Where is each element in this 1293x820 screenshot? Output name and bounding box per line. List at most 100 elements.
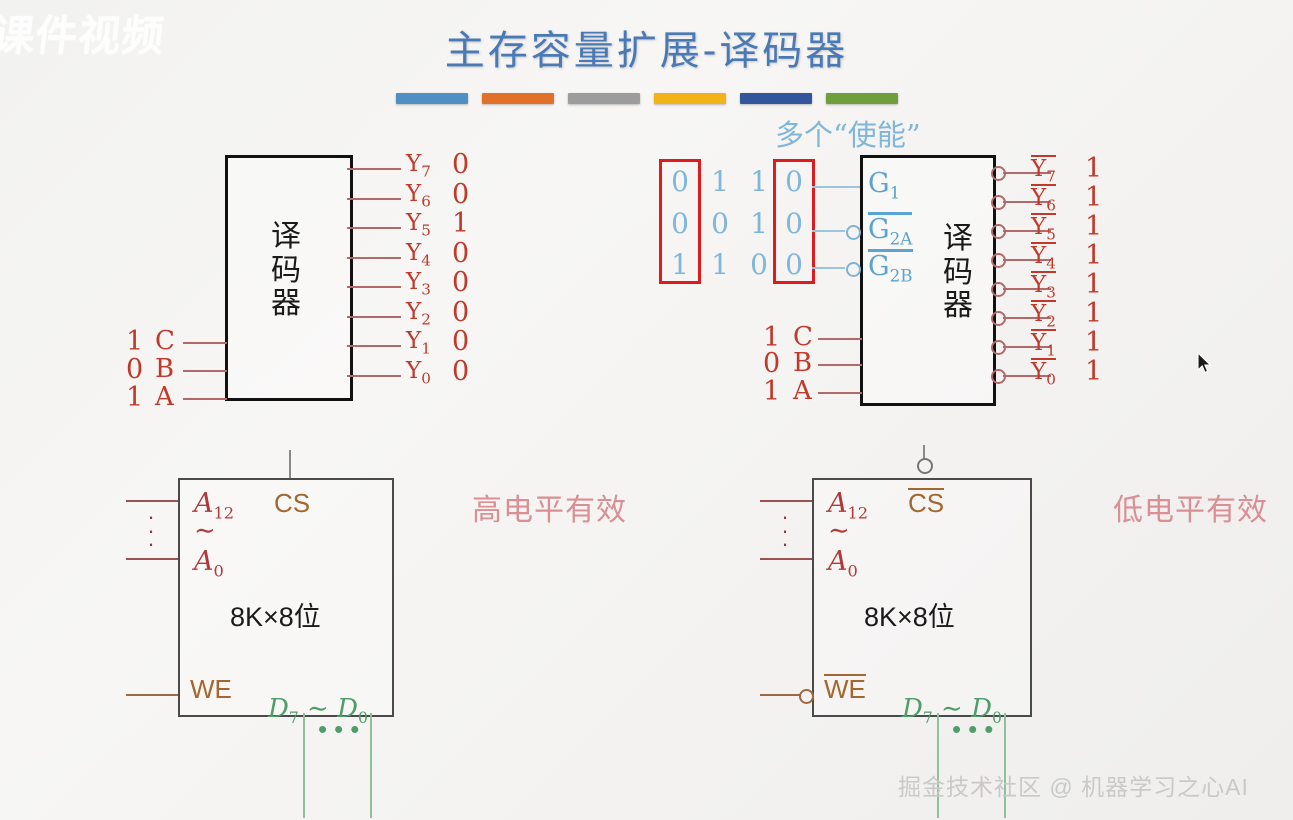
decoder-right-output-value: 1 xyxy=(1085,211,1103,242)
memory-data-bus-label: D7 ∼ D0 xyxy=(268,694,368,728)
decoder-left-output-label: Y1 xyxy=(406,328,431,358)
decoder-left-output-wire xyxy=(347,315,401,318)
decoder-right-output-value: 1 xyxy=(1085,153,1103,184)
decoder-right-output-label: Y7 xyxy=(1031,155,1056,186)
truth-table-cell: 1 xyxy=(671,248,689,281)
decoder-left-output-value: 1 xyxy=(452,208,470,239)
memory-we-bubble xyxy=(799,689,814,704)
decoder-right-output-label: Y5 xyxy=(1031,213,1056,244)
memory-data-dots: ••• xyxy=(952,714,1001,744)
decoder-right-output-value: 1 xyxy=(1085,327,1103,358)
memory-we-label: WE xyxy=(190,674,232,704)
truth-table-highlight-box xyxy=(773,159,815,284)
decoder-right-input-wire xyxy=(818,338,862,340)
decoder-left-input-wire xyxy=(183,342,227,344)
memory-address-wire-top xyxy=(126,500,178,502)
decoder-right-output-wire xyxy=(1003,201,1051,203)
decoder-right-output-label: Y2 xyxy=(1031,300,1056,331)
decoder-right-output-wire xyxy=(1003,172,1051,174)
decoder-right-output-wire xyxy=(1003,230,1051,232)
memory-left-box xyxy=(178,478,394,717)
decoder-right-body-label: 译码器 xyxy=(943,221,973,324)
decoder-right-output-value: 1 xyxy=(1085,182,1103,213)
truth-table-highlight-box xyxy=(659,159,701,284)
memory-address-tilde: ∼ xyxy=(828,516,850,546)
accent-bar-group xyxy=(396,93,898,107)
truth-table-cell: 1 xyxy=(711,165,729,198)
bar-darkblue xyxy=(740,93,812,104)
truth-table-cell: 0 xyxy=(750,248,768,281)
decoder-left-input-value: 1 xyxy=(126,326,144,357)
decoder-left-output-value: 0 xyxy=(452,326,470,357)
decoder-right-input-pin: A xyxy=(793,376,812,406)
decoder-left-output-wire xyxy=(347,227,401,229)
decoder-left-output-wire xyxy=(347,374,401,377)
decoder-left-output-value: 0 xyxy=(452,237,470,269)
truth-table-cell: 1 xyxy=(711,248,729,281)
memory-we-wire xyxy=(126,694,178,696)
decoder-right-output-wire xyxy=(1003,317,1051,319)
decoder-right-enable-label: G1 xyxy=(868,168,901,203)
decoder-left-output-label: Y0 xyxy=(406,357,431,388)
memory-we-wire xyxy=(760,694,800,696)
memory-right-cs-bubble xyxy=(917,458,933,474)
decoder-right-heading: 多个“使能” xyxy=(775,118,921,152)
decoder-left-output-label: Y2 xyxy=(406,298,431,329)
memory-data-line-right xyxy=(370,713,372,818)
truth-table-cell: 0 xyxy=(785,248,803,281)
memory-left-cs-wire xyxy=(289,450,291,478)
memory-data-line-left xyxy=(303,713,305,818)
decoder-right-enable-wire xyxy=(812,186,860,188)
decoder-left-output-label: Y7 xyxy=(406,151,431,181)
decoder-left-output-value: 0 xyxy=(452,296,470,328)
truth-table-cell: 1 xyxy=(750,165,768,198)
memory-address-wire-top xyxy=(760,500,812,502)
memory-address-wire-bottom xyxy=(760,558,812,560)
truth-table-cell: 0 xyxy=(711,207,729,240)
truth-table-cell: 0 xyxy=(785,165,803,198)
memory-cs-label: CS xyxy=(908,488,945,518)
decoder-left-output-wire xyxy=(347,286,401,288)
decoder-left-output-value: 0 xyxy=(452,267,470,298)
decoder-right-enable-bubble xyxy=(846,225,861,240)
decoder-right-input-pin: C xyxy=(793,322,813,352)
decoder-right-enable-bubble xyxy=(846,262,861,277)
decoder-left-output-wire xyxy=(347,256,401,259)
memory-address-top: A12 xyxy=(828,488,869,523)
memory-address-wire-bottom xyxy=(126,558,178,560)
decoder-right-input-value: 0 xyxy=(763,348,781,379)
decoder-left-output-wire xyxy=(347,345,401,347)
decoder-left-output-label: Y6 xyxy=(406,180,431,211)
decoder-right-output-label: Y3 xyxy=(1031,271,1056,302)
decoder-right-input-pin: B xyxy=(793,348,813,378)
decoder-right-output-label: Y6 xyxy=(1031,184,1056,215)
annotation-active-low: 低电平有效 xyxy=(1113,493,1268,528)
memory-address-vertical-dots: ··· xyxy=(781,504,789,557)
decoder-left-output-value: 0 xyxy=(452,355,470,387)
decoder-left-input-pin: B xyxy=(155,354,175,384)
decoder-right-output-wire xyxy=(1003,375,1051,377)
decoder-left-input-value: 1 xyxy=(126,382,144,413)
decoder-right-output-value: 1 xyxy=(1085,269,1103,300)
decoder-right-output-label: Y4 xyxy=(1031,242,1056,273)
decoder-left-output-wire xyxy=(347,197,401,200)
decoder-right-output-value: 1 xyxy=(1085,298,1103,329)
bar-gray xyxy=(568,93,640,104)
memory-we-label: WE xyxy=(824,674,866,704)
bar-orange xyxy=(482,93,554,104)
decoder-right-enable-wire xyxy=(812,230,845,232)
decoder-right-output-value: 1 xyxy=(1085,240,1103,271)
decoder-right-output-value: 1 xyxy=(1085,356,1103,387)
truth-table-cell: 0 xyxy=(671,207,689,240)
decoder-right-output-label: Y1 xyxy=(1031,329,1056,360)
decoder-right-box xyxy=(860,155,996,406)
decoder-right-enable-wire xyxy=(812,267,845,269)
decoder-right-input-wire xyxy=(818,392,862,394)
decoder-left-input-pin: A xyxy=(155,382,174,412)
decoder-left-output-value: 0 xyxy=(452,149,470,180)
decoder-left-output-label: Y5 xyxy=(406,210,431,240)
truth-table-cell: 0 xyxy=(671,165,689,198)
decoder-right-output-label: Y0 xyxy=(1031,358,1056,389)
memory-data-bus-label: D7 ∼ D0 xyxy=(902,694,1002,728)
memory-address-bottom: A0 xyxy=(828,546,858,581)
